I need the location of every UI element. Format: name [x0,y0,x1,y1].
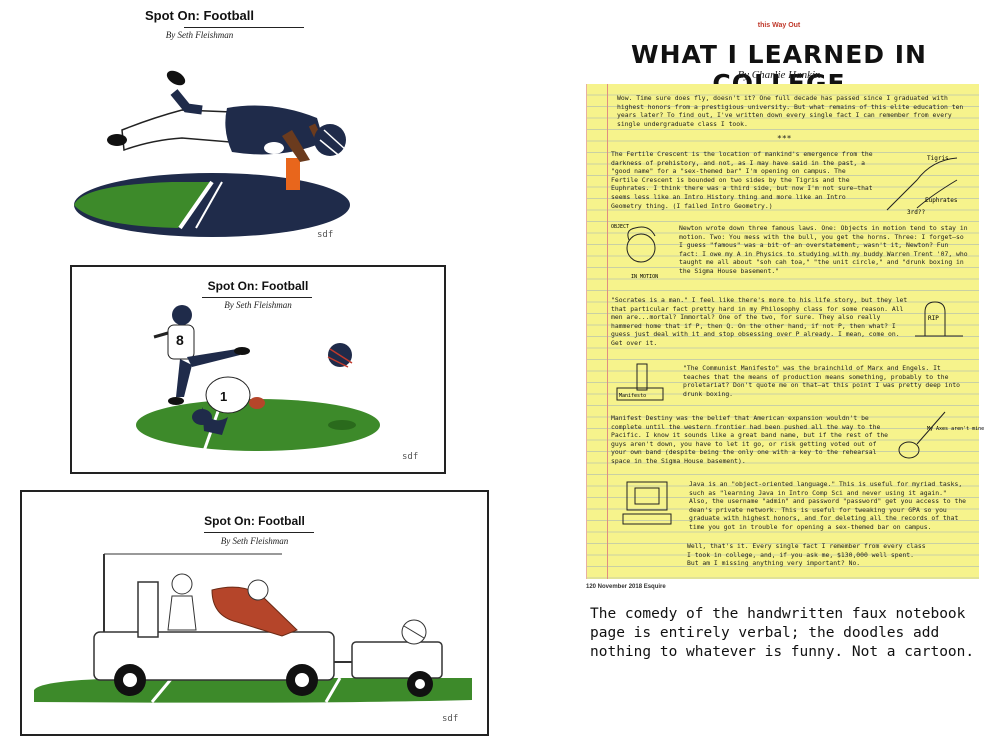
title-rule [204,532,314,533]
cartoon-byline: By Seth Fleishman [165,30,234,40]
page-footer: 120 November 2018 Esquire [586,584,666,590]
commentary-caption: The comedy of the handwritten faux noteb… [590,606,975,660]
notebook-page: this Way Out WHAT I LEARNED IN COLLEGE B… [578,22,984,590]
computer-doodle [622,481,672,525]
cartoon-panel-1: Spot On: Football By Seth Fleishman sdf [62,0,350,250]
title-rule [184,27,304,28]
cartoon-byline: By Seth Fleishman [220,536,289,546]
title-rule [202,297,312,298]
band-label: My Axes aren't mine [927,426,984,432]
paragraph-java: Java is an "object-oriented language." T… [689,480,967,531]
lined-paper: Wow. Time sure does fly, doesn't it? One… [586,84,984,579]
kicker-and-holder-illustration: 8 1 [136,305,380,452]
artist-signature: sdf [402,452,419,462]
cartoon-title: Spot On: Football [207,279,309,293]
closing-paragraph: Well, that's it. Every single fact I rem… [687,542,926,568]
intro-paragraph: Wow. Time sure does fly, doesn't it? One… [617,94,964,128]
tigris-label: Tigris [927,155,949,162]
manifesto-doodle: Manifesto [616,363,664,401]
inertia-label-bottom: IN MOTION [631,274,658,280]
artist-signature: sdf [442,714,459,724]
margin-line [607,84,608,579]
holder-jersey-number: 1 [220,389,227,404]
river-doodle: Tigris Euphrates 3rd?? [886,155,958,216]
section-break: *** [777,134,792,143]
section-kicker: this Way Out [757,22,801,29]
paragraph-manifesto: "The Communist Manifesto" was the brainc… [683,364,961,398]
kicker-jersey-number: 8 [176,332,184,348]
article-byline: By Charlie Hankin [737,69,821,81]
manifesto-label: Manifesto [619,393,646,399]
tombstone-label: RIP [928,315,939,322]
diving-player-illustration [74,70,350,237]
guitar-doodle: My Axes aren't mine [898,411,984,459]
artist-signature: sdf [317,230,334,240]
injured-player-cart-illustration [34,553,472,703]
paragraph-manifest-destiny: Manifest Destiny was the belief that Ame… [611,414,889,465]
cartoon-title: Spot On: Football [144,8,255,23]
cartoon-panel-3: Spot On: Football By Seth Fleishman sdf [20,490,489,736]
paragraph-newton: Newton wrote down three famous laws. One… [679,224,968,275]
paragraph-fertile-crescent: The Fertile Crescent is the location of … [611,150,873,210]
cartoon-title: Spot On: Football [204,514,305,528]
newton-doodle: OBJECT IN MOTION [611,224,658,280]
euphrates-label: Euphrates [925,197,958,204]
mystery-label: 3rd?? [907,209,925,216]
inertia-label-top: OBJECT [611,224,629,230]
tombstone-doodle: RIP [915,301,963,337]
paragraph-socrates: "Socrates is a man." I feel like there's… [611,296,908,347]
cartoon-panel-2: Spot On: Football By Seth Fleishman 8 1 … [70,265,446,474]
cartoon-byline: By Seth Fleishman [224,300,292,310]
